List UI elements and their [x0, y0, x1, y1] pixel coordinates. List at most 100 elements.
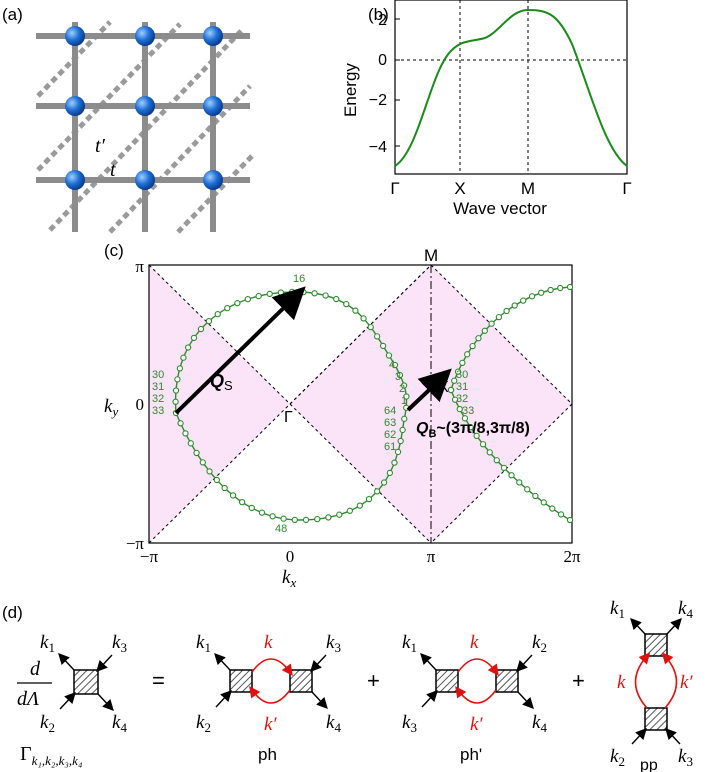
fs-patch-marker — [187, 440, 194, 447]
momentum-label: k3 — [678, 746, 693, 769]
momentum-label: k3 — [112, 632, 127, 655]
fs-patch-marker — [394, 448, 402, 456]
momentum-label: k2 — [610, 746, 625, 769]
momentum-label: k2 — [40, 712, 55, 735]
fs-ylabel: ky — [104, 396, 118, 419]
fs-patch-marker — [311, 290, 318, 297]
hop-tp-label: t′ — [95, 135, 106, 157]
loop-momentum-kp: k′ — [470, 714, 483, 735]
fs-patch-marker — [538, 289, 545, 296]
patch-label: 33 — [462, 405, 474, 417]
patch-label: 64 — [384, 405, 396, 417]
fs-patch-marker — [214, 310, 221, 318]
ytick: −4 — [369, 139, 387, 156]
patch-label: 16 — [293, 273, 305, 285]
fs-patch-marker — [511, 302, 518, 309]
fs-patch-marker — [182, 430, 189, 437]
momentum-label: k3 — [402, 712, 417, 735]
fs-patch-marker — [479, 441, 487, 448]
momentum-label: k1 — [40, 632, 55, 655]
patch-label: 1 — [401, 395, 407, 407]
fs-patch-marker — [288, 288, 296, 296]
fs-patch-marker — [464, 351, 471, 358]
pp-diagram — [630, 617, 682, 745]
loop-momentum-kp: k′ — [680, 672, 693, 693]
fs-patch-marker — [266, 290, 273, 298]
fs-patch-marker — [524, 486, 531, 493]
fs-patch-marker — [447, 386, 455, 394]
fs-patch-marker — [291, 516, 298, 524]
fs-patch-marker — [213, 476, 220, 484]
patch-label: 3 — [395, 371, 401, 383]
fs-patch-marker — [356, 502, 363, 509]
xtick: M — [521, 179, 535, 198]
fs-patch-marker — [386, 469, 394, 477]
momentum-label: k4 — [678, 598, 693, 621]
ph-diagram — [214, 652, 328, 710]
fs-patch-marker — [547, 286, 554, 294]
fermi-surface-patches — [172, 283, 574, 524]
momentum-label: k1 — [196, 632, 211, 655]
fs-patch-marker — [373, 333, 381, 340]
fs-patch-marker — [528, 293, 536, 300]
fs-patch-marker — [403, 393, 410, 400]
fs-patch-marker — [488, 320, 495, 327]
qs-label: QS — [210, 371, 233, 393]
qb-vector-arrow — [406, 368, 452, 412]
gamma-vertex-label: Γk₁,k₂,k₃,k₄ — [20, 743, 83, 768]
m-point-label: M — [424, 246, 438, 265]
fs-yticks: π 0 −π — [126, 257, 145, 553]
fs-patch-marker — [391, 459, 398, 466]
fs-patch-marker — [336, 511, 343, 518]
fs-patch-marker — [277, 289, 285, 296]
x-point-label: X — [438, 379, 449, 396]
deriv-numerator: d — [30, 658, 41, 680]
xtick: 0 — [286, 547, 295, 566]
fs-patch-marker — [224, 305, 231, 312]
band-xlabel: Wave vector — [453, 199, 547, 218]
ph-channel-label: ph — [258, 745, 277, 764]
band-xticks: Γ X M Γ — [390, 179, 631, 198]
fs-patch-marker — [244, 296, 252, 303]
plus-sign: + — [572, 668, 585, 693]
php-diagram — [420, 652, 534, 710]
fs-patch-marker — [190, 334, 198, 342]
fs-patch-marker — [456, 406, 463, 413]
fs-patch-marker — [557, 511, 565, 518]
fs-patch-marker — [557, 284, 564, 292]
fs-patch-marker — [473, 432, 480, 440]
fs-patch-marker — [255, 292, 262, 300]
momentum-label: k2 — [196, 712, 211, 735]
fs-patch-marker — [459, 359, 466, 367]
lhs-vertex — [58, 652, 114, 712]
php-labels: k1 k3 k2 k4 k k′ — [402, 632, 547, 735]
fs-patch-marker — [373, 488, 381, 495]
patch-label: 48 — [275, 523, 287, 535]
lhs-momentum-labels: k1 k3 k2 k4 — [40, 632, 127, 735]
fs-patch-marker — [177, 420, 184, 427]
patch-labels: 16 48 30 31 32 33 4 3 2 1 64 63 62 61 30… — [152, 273, 474, 535]
fs-patch-marker — [475, 335, 482, 342]
fs-patch-marker — [397, 437, 404, 445]
fs-patch-marker — [380, 479, 388, 486]
fs-patch-marker — [258, 509, 266, 516]
fs-patch-marker — [401, 415, 408, 422]
panel-a: (a) t′ t — [2, 5, 254, 234]
fs-patch-marker — [467, 424, 474, 431]
equals-sign: = — [152, 668, 165, 693]
panel-c-label: (c) — [104, 241, 124, 260]
deriv-denominator: dΛ — [17, 688, 39, 710]
fs-patch-marker — [300, 289, 307, 296]
xtick: π — [427, 547, 436, 566]
fs-patch-marker — [469, 342, 476, 350]
panel-b: (b) 2 0 −2 −4 Γ X M Γ Wave vector Energy — [341, 0, 632, 218]
fs-patch-marker — [367, 323, 374, 331]
fs-patch-marker — [238, 498, 246, 506]
fs-patch-marker — [503, 307, 510, 315]
fs-patch-marker — [495, 313, 503, 321]
fs-patch-marker — [451, 396, 459, 403]
loop-momentum-k: k — [470, 632, 479, 653]
fs-patch-marker — [486, 449, 493, 456]
pp-channel-label: pp — [640, 757, 658, 772]
plus-sign: + — [367, 668, 380, 693]
